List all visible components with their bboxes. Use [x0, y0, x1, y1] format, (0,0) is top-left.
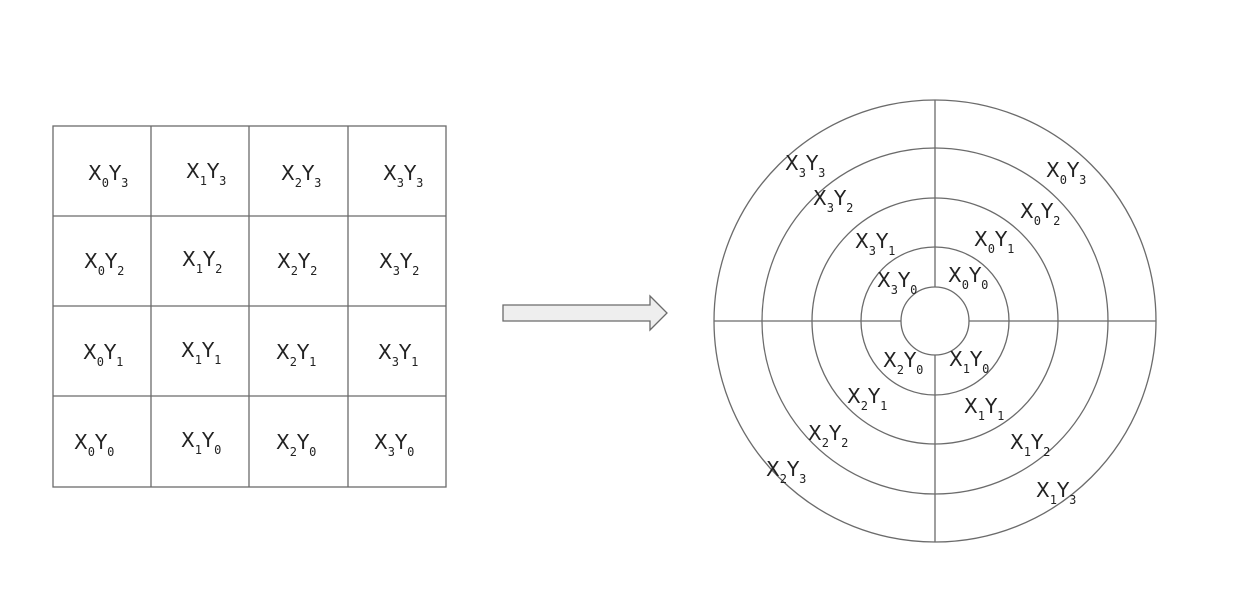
- polar-cell-label: X3Y1: [855, 229, 895, 258]
- grid-cell-label: X0Y2: [84, 249, 124, 278]
- polar-cell-label: X0Y3: [1046, 158, 1086, 187]
- grid-cell-label: X2Y1: [276, 340, 316, 369]
- transform-arrow: [502, 294, 668, 332]
- grid-cell-label: X1Y2: [182, 247, 222, 276]
- grid-cell-label: X1Y1: [181, 338, 221, 367]
- polar-cell-label: X3Y3: [785, 151, 825, 180]
- grid-cell-label: X3Y2: [379, 249, 419, 278]
- grid-cell-label: X3Y1: [378, 340, 418, 369]
- grid-cell-label: X2Y0: [276, 430, 316, 459]
- polar-cell-label: X2Y1: [847, 384, 887, 413]
- grid-cell-label: X2Y3: [281, 161, 321, 190]
- polar-diagram: [713, 99, 1157, 543]
- grid-cell-label: X2Y2: [277, 249, 317, 278]
- grid-cell-label: X0Y1: [83, 340, 123, 369]
- polar-cell-label: X1Y3: [1036, 478, 1076, 507]
- grid-cell-label: X0Y0: [74, 430, 114, 459]
- polar-cell-label: X2Y0: [883, 348, 923, 377]
- grid-cell-label: X1Y3: [186, 159, 226, 188]
- grid-cell-label: X0Y3: [88, 161, 128, 190]
- polar-cell-label: X3Y0: [877, 268, 917, 297]
- polar-cell-label: X3Y2: [813, 186, 853, 215]
- polar-cell-label: X1Y1: [964, 394, 1004, 423]
- polar-cell-label: X2Y2: [808, 421, 848, 450]
- polar-cell-label: X0Y1: [974, 227, 1014, 256]
- grid-cell-label: X3Y3: [383, 161, 423, 190]
- grid-cell-label: X1Y0: [181, 428, 221, 457]
- polar-center-hole: [900, 286, 970, 356]
- polar-cell-label: X1Y2: [1010, 430, 1050, 459]
- polar-cell-label: X2Y3: [766, 457, 806, 486]
- polar-cell-label: X0Y0: [948, 263, 988, 292]
- polar-cell-label: X0Y2: [1020, 199, 1060, 228]
- grid-cell-label: X3Y0: [374, 430, 414, 459]
- polar-cell-label: X1Y0: [949, 347, 989, 376]
- cartesian-grid: [52, 125, 447, 488]
